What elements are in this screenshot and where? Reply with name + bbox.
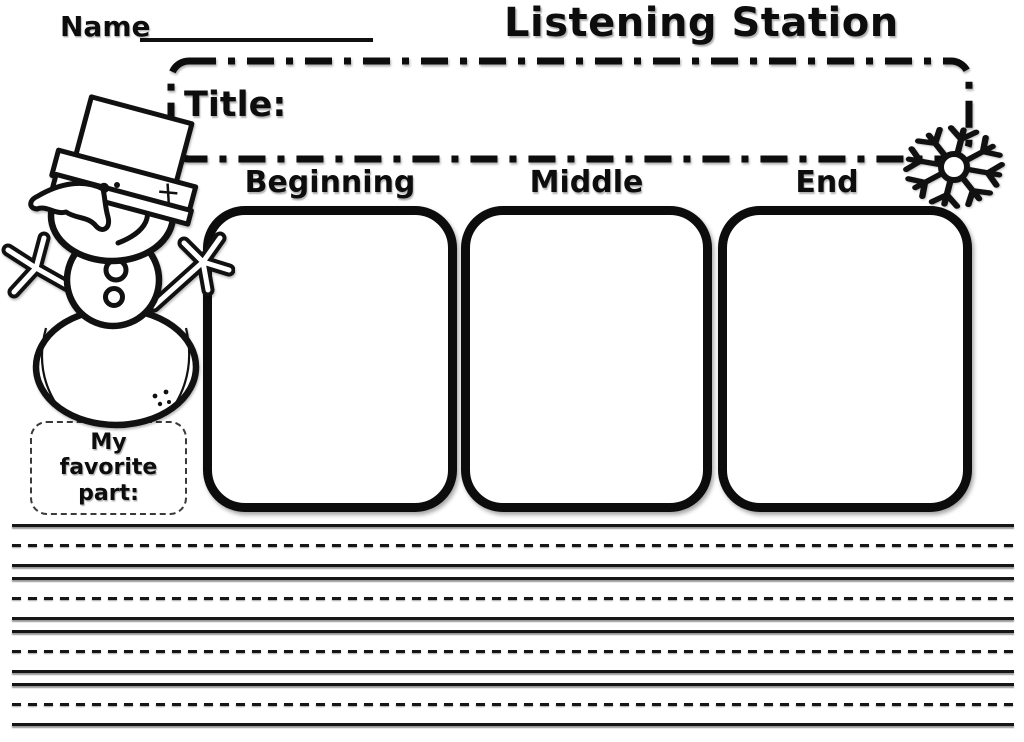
ruled-line-solid [12,617,1014,620]
favorite-part-line: part: [78,480,139,506]
ruled-line-solid [12,564,1014,567]
favorite-part-line: My [90,430,127,456]
writing-line-set [12,630,1014,674]
ruled-line-solid [12,683,1014,686]
name-fill-line[interactable] [140,38,373,42]
ruled-line-solid [12,577,1014,580]
name-label: Name [60,10,151,43]
ruled-line-dashed [12,703,1014,706]
story-box-beginning[interactable] [203,206,457,512]
ruled-line-dashed [12,544,1014,547]
ruled-line-dashed [12,597,1014,600]
writing-line-set [12,683,1014,727]
section-label-middle: Middle [529,165,644,200]
writing-lines-area[interactable] [0,518,1024,734]
title-box[interactable]: Title: [166,56,974,164]
writing-line-set [12,577,1014,621]
section-label-end: End [795,165,859,200]
section-label-beginning: Beginning [244,165,416,200]
ruled-line-dashed [12,650,1014,653]
story-box-end[interactable] [718,206,972,512]
page-title: Listening Station [504,0,899,46]
favorite-part-line: favorite [59,455,158,481]
snowman-icon [1,94,235,429]
writing-line-set [12,524,1014,568]
title-field-label: Title: [184,85,287,125]
ruled-line-solid [12,630,1014,633]
title-box-border [167,57,973,163]
ruled-line-solid [12,723,1014,726]
story-box-middle[interactable] [461,206,712,512]
ruled-line-solid [12,670,1014,673]
snowflake-icon [903,125,1005,209]
ruled-line-solid [12,524,1014,527]
favorite-part-label-box: My favorite part: [30,421,187,515]
